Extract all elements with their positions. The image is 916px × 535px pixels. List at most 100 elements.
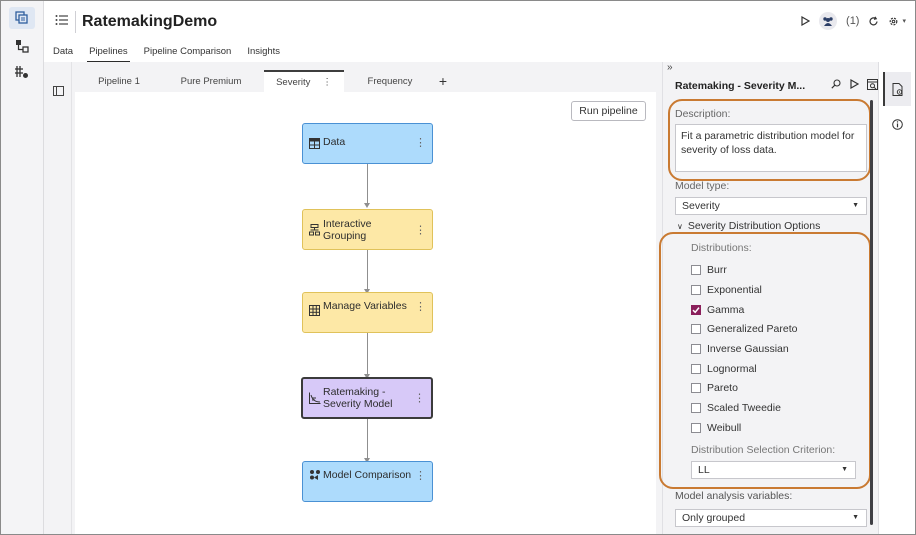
run-pipeline-button[interactable]: Run pipeline — [571, 101, 646, 121]
node-data[interactable]: Data ⋮ — [302, 123, 433, 164]
checkbox-icon — [691, 344, 701, 354]
checkbox-label: Scaled Tweedie — [707, 402, 781, 414]
build-models-icon[interactable] — [9, 7, 35, 29]
tab-pipeline-comparison[interactable]: Pipeline Comparison — [143, 46, 232, 57]
checkbox-lognormal[interactable]: Lognormal — [691, 363, 757, 375]
left-rail — [1, 1, 44, 534]
connector-arrow — [364, 289, 370, 294]
top-tabs: Data Pipelines Pipeline Comparison Insig… — [53, 44, 288, 63]
description-label: Description: — [675, 108, 731, 120]
settings-dropdown-icon[interactable]: ▾ — [902, 18, 906, 25]
checkbox-label: Burr — [707, 264, 727, 276]
right-rail — [878, 62, 915, 534]
run-icon[interactable] — [800, 16, 811, 26]
chart-icon — [309, 392, 321, 404]
manage-models-icon[interactable] — [9, 35, 35, 57]
node-interactive-grouping[interactable]: Interactive Grouping ⋮ — [302, 209, 433, 250]
analysis-variables-select[interactable]: Only grouped ▼ — [675, 509, 867, 527]
compare-icon — [309, 469, 321, 481]
pipeline-tab-severity[interactable]: Severity ⋮ — [264, 70, 344, 92]
checkbox-label: Weibull — [707, 422, 742, 434]
tab-data[interactable]: Data — [53, 46, 74, 57]
tab-label: Pure Premium — [180, 75, 242, 87]
severity-options-section[interactable]: ∨ Severity Distribution Options — [677, 220, 820, 232]
checkbox-label: Pareto — [707, 382, 738, 394]
connector-line — [367, 333, 368, 377]
checkbox-icon — [691, 324, 701, 334]
connector-line — [367, 250, 368, 292]
select-value: LL — [698, 464, 710, 476]
checkbox-scaled-tweedie[interactable]: Scaled Tweedie — [691, 402, 781, 414]
connector-line — [367, 418, 368, 461]
checkbox-label: Exponential — [707, 284, 762, 296]
canvas-side-rail — [44, 62, 72, 534]
checkbox-label: Lognormal — [707, 363, 757, 375]
title-divider — [75, 11, 76, 33]
checkbox-gamma[interactable]: Gamma — [691, 304, 744, 316]
chevron-down-icon: ▼ — [852, 202, 859, 209]
settings-icon[interactable] — [888, 16, 899, 27]
checkbox-label: Generalized Pareto — [707, 323, 798, 335]
node-manage-variables[interactable]: Manage Variables ⋮ — [302, 292, 433, 333]
grid-icon — [309, 305, 321, 317]
pipeline-tab-frequency[interactable]: Frequency — [344, 70, 436, 92]
add-pipeline-button[interactable]: + — [438, 73, 448, 89]
checkbox-weibull[interactable]: Weibull — [691, 422, 741, 434]
node-label: Manage Variables — [323, 300, 407, 312]
criterion-label: Distribution Selection Criterion: — [691, 444, 836, 456]
tab-pipelines[interactable]: Pipelines — [81, 44, 136, 63]
grouping-icon — [309, 223, 321, 236]
description-field[interactable]: Fit a parametric distribution model for … — [675, 124, 867, 172]
run-node-icon[interactable] — [849, 79, 859, 90]
node-model-comparison[interactable]: Model Comparison ⋮ — [302, 461, 433, 502]
collaborators-icon[interactable] — [819, 12, 838, 30]
checkbox-inverse-gaussian[interactable]: Inverse Gaussian — [691, 343, 789, 355]
chevron-down-icon: ▼ — [852, 514, 859, 521]
node-menu-icon[interactable]: ⋮ — [414, 392, 425, 405]
checkbox-icon — [691, 423, 701, 433]
select-value: Only grouped — [682, 512, 746, 524]
search-icon[interactable] — [831, 79, 841, 90]
node-menu-icon[interactable]: ⋮ — [415, 224, 426, 236]
results-icon[interactable] — [867, 79, 878, 90]
criterion-select[interactable]: LL ▼ — [691, 461, 856, 479]
notification-count: (1) — [846, 15, 860, 27]
refresh-icon[interactable] — [868, 16, 879, 27]
checkbox-pareto[interactable]: Pareto — [691, 382, 738, 394]
pipeline-tab-pure-premium[interactable]: Pure Premium — [158, 70, 264, 92]
node-ratemaking-severity-model[interactable]: Ratemaking - Severity Model ⋮ — [301, 377, 433, 419]
checkbox-icon — [691, 285, 701, 295]
checkbox-label: Gamma — [707, 304, 745, 316]
model-type-select[interactable]: Severity ▼ — [675, 197, 867, 215]
checkbox-generalized-pareto[interactable]: Generalized Pareto — [691, 323, 797, 335]
chevron-down-icon: ∨ — [677, 221, 683, 231]
panel-scrollbar[interactable] — [870, 100, 873, 525]
connector-arrow — [364, 203, 370, 208]
tab-options-icon[interactable]: ⋮ — [322, 76, 332, 88]
pipeline-tab-pipeline-1[interactable]: Pipeline 1 — [80, 70, 158, 92]
checkbox-exponential[interactable]: Exponential — [691, 284, 762, 296]
menu-icon[interactable] — [55, 14, 71, 28]
checkbox-checked-icon — [691, 305, 701, 315]
node-properties-icon[interactable] — [883, 72, 911, 106]
node-menu-icon[interactable]: ⋮ — [415, 470, 426, 482]
tab-insights[interactable]: Insights — [247, 46, 281, 57]
info-icon[interactable] — [892, 119, 903, 130]
pipeline-tabs: Pipeline 1 Pure Premium Severity ⋮ Frequ… — [80, 70, 450, 92]
node-label: Data — [323, 136, 346, 148]
nodes-panel-icon[interactable] — [53, 86, 64, 96]
distributions-label: Distributions: — [691, 242, 752, 254]
checkbox-burr[interactable]: Burr — [691, 264, 727, 276]
connector-arrow — [364, 374, 370, 379]
node-label: Ratemaking - Severity Model — [323, 386, 393, 410]
section-title: Severity Distribution Options — [687, 220, 821, 232]
node-menu-icon[interactable]: ⋮ — [415, 137, 426, 149]
panel-title: Ratemaking - Severity M... — [675, 80, 806, 92]
highlight-outline — [668, 99, 871, 181]
collapse-panel-button[interactable]: » — [667, 62, 673, 73]
data-explorer-icon[interactable] — [9, 61, 35, 83]
node-menu-icon[interactable]: ⋮ — [415, 301, 426, 313]
checkbox-icon — [691, 265, 701, 275]
highlight-outline — [659, 232, 871, 489]
header-toolbar: (1) ▾ — [800, 12, 906, 30]
